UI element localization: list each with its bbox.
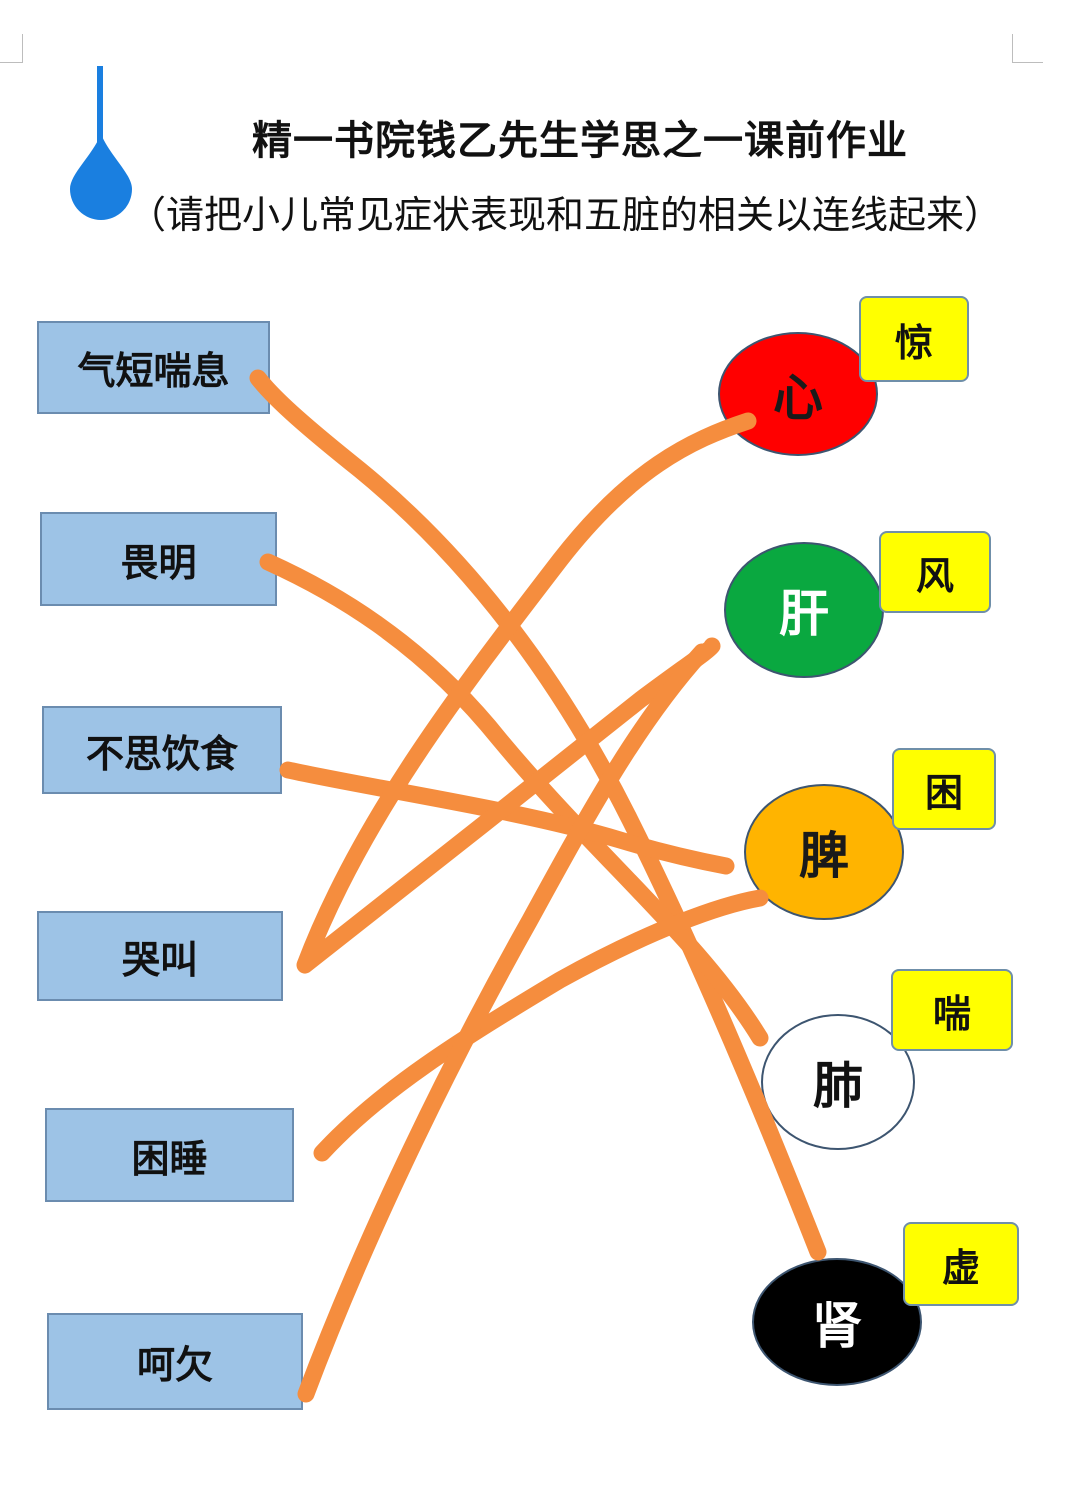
organ-circle-spleen[interactable]: 脾 bbox=[744, 784, 904, 920]
organ-circle-kidney[interactable]: 肾 bbox=[752, 1258, 922, 1386]
connection-line-4 bbox=[296, 412, 757, 974]
organ-tag-kidney: 虚 bbox=[903, 1222, 1019, 1306]
connection-line-5 bbox=[313, 889, 769, 1162]
organ-tag-lung: 喘 bbox=[891, 969, 1013, 1051]
organ-circle-liver[interactable]: 肝 bbox=[724, 542, 884, 678]
symptom-box-3[interactable]: 不思饮食 bbox=[42, 706, 282, 794]
connection-line-2 bbox=[259, 553, 769, 1047]
page-title: 精一书院钱乙先生学思之一课前作业 bbox=[252, 118, 908, 164]
connection-line-3 bbox=[279, 761, 735, 875]
connection-line-6 bbox=[297, 643, 711, 1403]
page-corner-mark-right bbox=[1012, 34, 1043, 63]
organ-circle-heart[interactable]: 心 bbox=[718, 332, 878, 456]
connection-line-1 bbox=[249, 369, 827, 1261]
organ-tag-spleen: 困 bbox=[892, 748, 996, 830]
text-cursor-handle-icon[interactable] bbox=[70, 134, 132, 220]
symptom-box-4[interactable]: 哭叫 bbox=[37, 911, 283, 1001]
organ-tag-heart: 惊 bbox=[859, 296, 969, 382]
symptom-box-6[interactable]: 呵欠 bbox=[47, 1313, 303, 1410]
symptom-box-2[interactable]: 畏明 bbox=[40, 512, 277, 606]
organ-tag-liver: 风 bbox=[879, 531, 991, 613]
page-corner-mark-left bbox=[0, 34, 23, 63]
symptom-box-1[interactable]: 气短喘息 bbox=[37, 321, 270, 414]
symptom-box-5[interactable]: 困睡 bbox=[45, 1108, 294, 1202]
page-subtitle: （请把小儿常见症状表现和五脏的相关以连线起来） bbox=[127, 193, 1002, 237]
text-cursor-handle-stem[interactable] bbox=[97, 66, 103, 166]
